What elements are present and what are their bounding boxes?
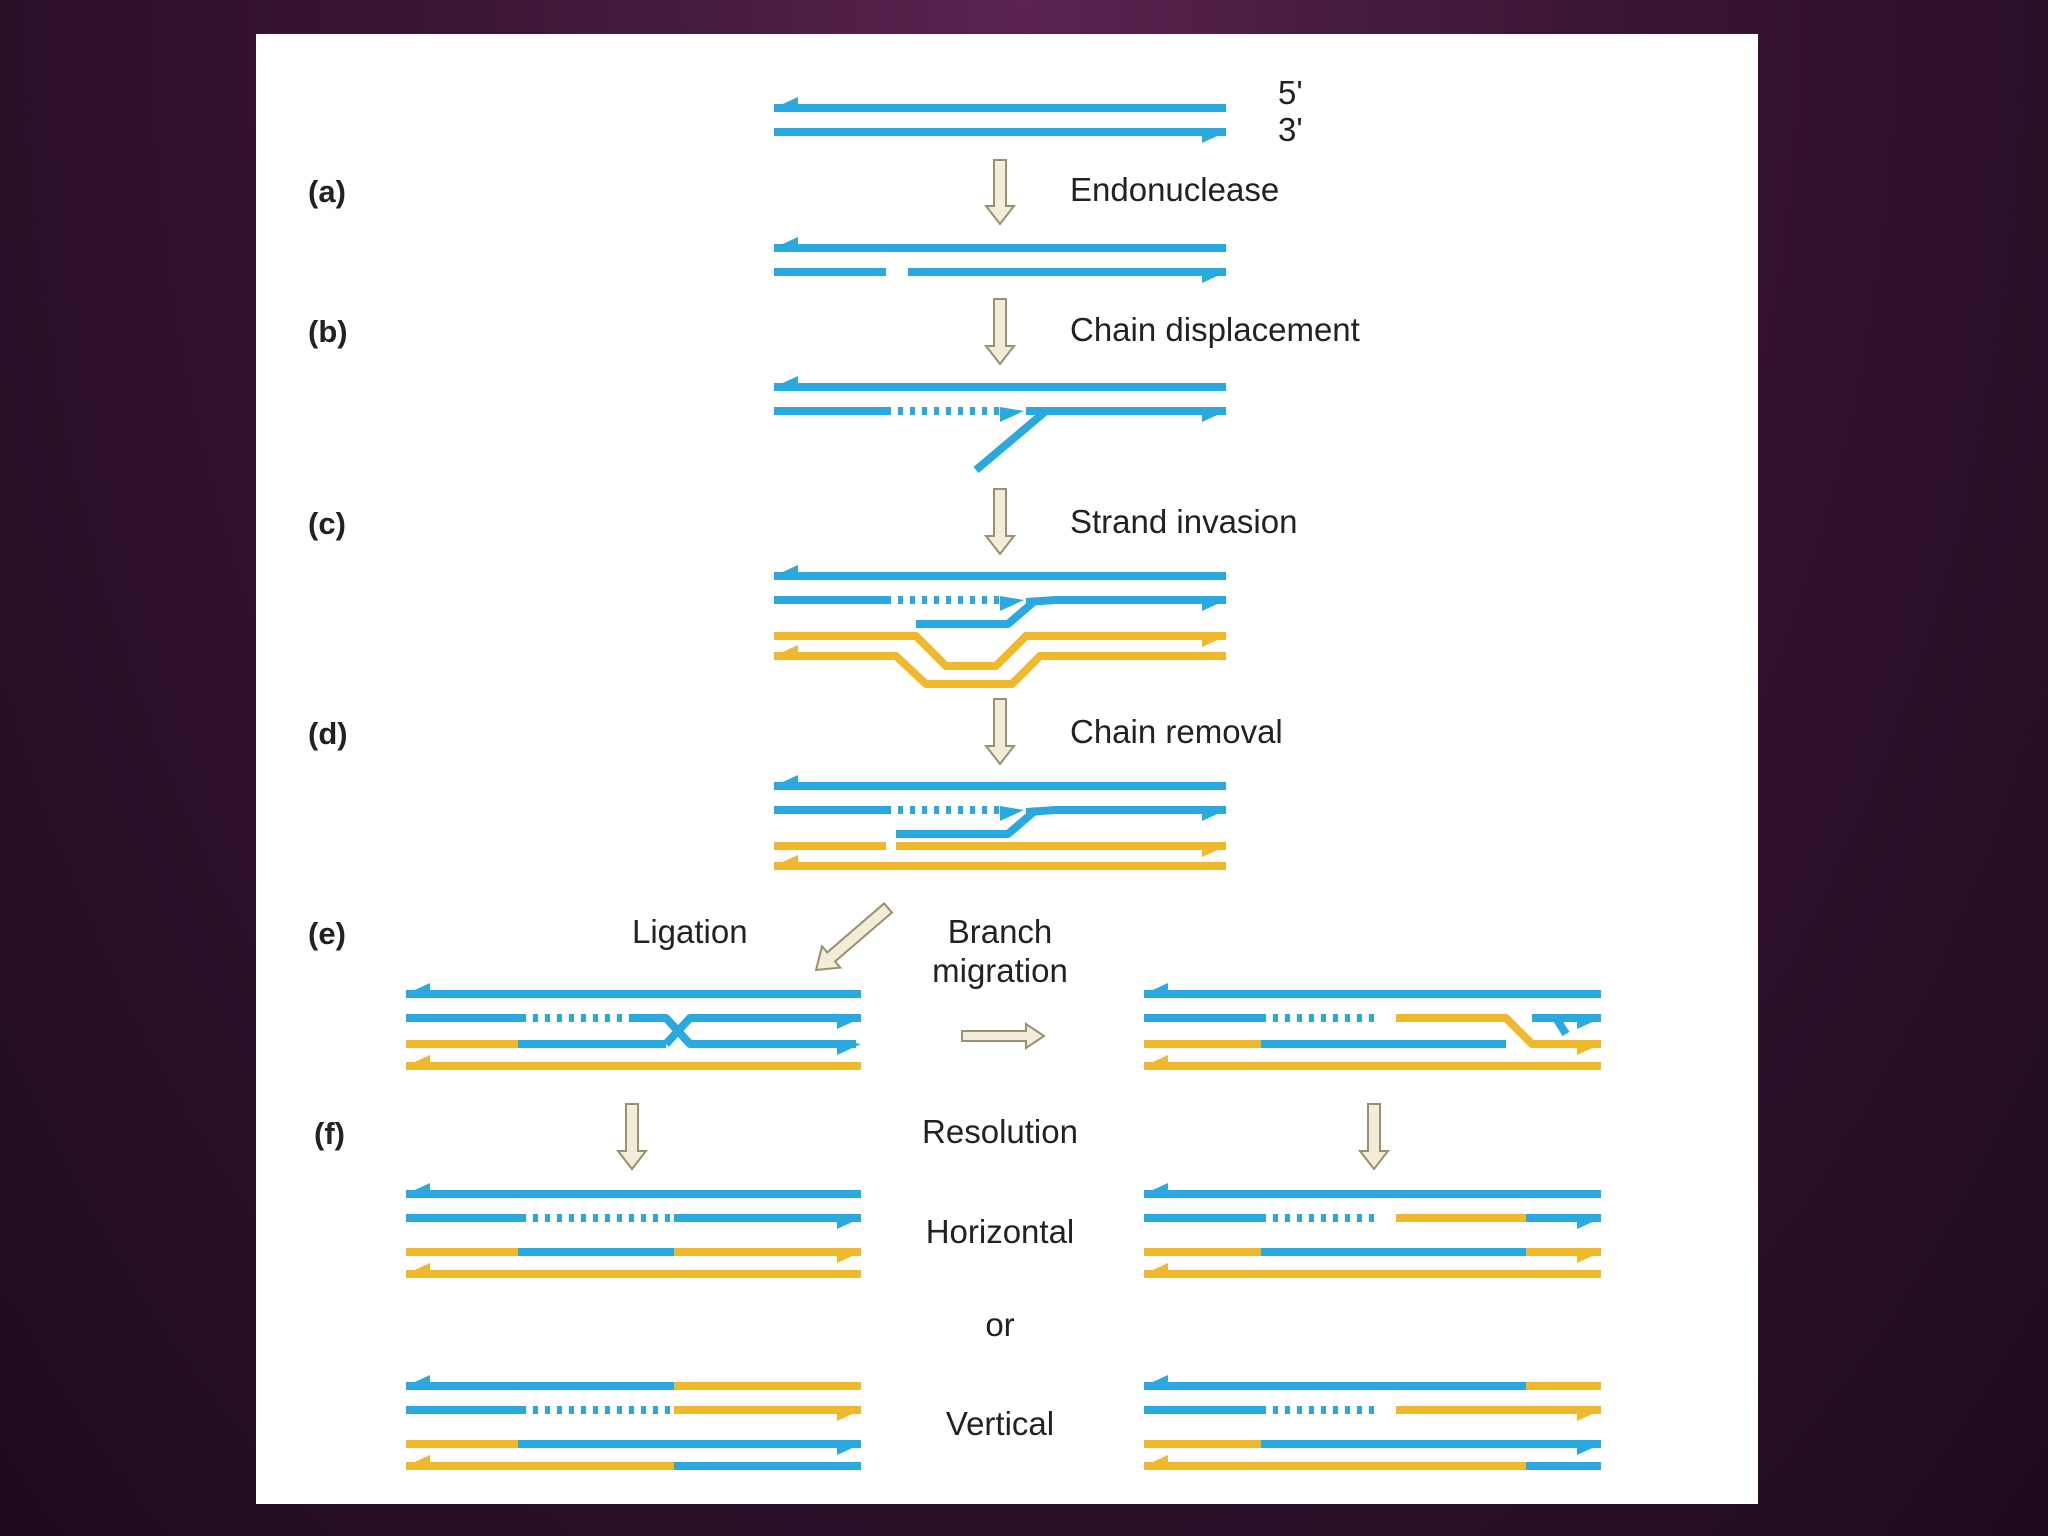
branch-label: Branch	[948, 913, 1053, 950]
slide-frame: 5' 3' (a) (b) (c) (d) (e) (f) Endonuclea…	[256, 34, 1758, 1504]
strand-arrowhead	[1577, 1406, 1601, 1421]
strand-arrowhead	[406, 1455, 430, 1470]
strand-crossover	[1025, 596, 1226, 606]
strand-arrowhead	[1144, 1263, 1168, 1278]
step-c-label: (c)	[308, 506, 346, 541]
strand-arrowhead	[1144, 983, 1168, 998]
strand-arrowhead	[1577, 1440, 1601, 1455]
strand-arrowhead	[774, 565, 798, 580]
process-arrows	[615, 159, 1391, 1171]
step-d-label: (d)	[308, 716, 348, 751]
strand-crossover	[1396, 1014, 1601, 1048]
strand-arrowhead	[837, 1014, 861, 1029]
strand-arrowhead	[1202, 842, 1226, 857]
strand-arrowhead	[774, 97, 798, 112]
strand-arrowhead	[1144, 1375, 1168, 1390]
strand-crossover	[916, 596, 1039, 628]
strand-arrowhead	[1000, 407, 1024, 422]
strand-arrowhead	[774, 775, 798, 790]
chain-removal-label: Chain removal	[1070, 713, 1283, 750]
down-arrow	[1357, 1103, 1391, 1171]
diagonal-arrow	[814, 902, 894, 972]
three-prime-label: 3'	[1278, 111, 1303, 148]
step-b-label: (b)	[308, 314, 348, 349]
strand-crossover	[774, 632, 1226, 670]
strand-arrowhead	[1000, 596, 1024, 611]
strand-arrowhead	[774, 376, 798, 391]
down-arrow	[983, 698, 1017, 766]
migration-label: migration	[932, 952, 1068, 989]
strand-arrowhead	[837, 1214, 861, 1229]
dna-strands	[406, 97, 1601, 1470]
five-prime-label: 5'	[1278, 74, 1303, 111]
strand-crossover	[663, 1014, 861, 1047]
strand-arrowhead	[1577, 1248, 1601, 1263]
strand-crossover	[774, 652, 1226, 688]
strand-arrowhead	[1202, 128, 1226, 143]
strand-arrowhead	[1202, 407, 1226, 422]
chain-displacement-label: Chain displacement	[1070, 311, 1360, 348]
endonuclease-label: Endonuclease	[1070, 171, 1279, 208]
strand-arrowhead	[1144, 1455, 1168, 1470]
strand-arrowhead	[1202, 806, 1226, 821]
down-arrow	[615, 1103, 649, 1171]
step-a-label: (a)	[308, 174, 346, 209]
strand-arrowhead	[774, 237, 798, 252]
or-label: or	[985, 1306, 1014, 1343]
strand-arrowhead	[406, 1375, 430, 1390]
strand-arrowhead	[837, 1406, 861, 1421]
right-arrow	[961, 1022, 1046, 1050]
horizontal-label: Horizontal	[926, 1213, 1075, 1250]
strand-arrowhead	[406, 1263, 430, 1278]
strand-arrowhead	[1202, 596, 1226, 611]
strand-arrowhead	[837, 1040, 861, 1055]
recombination-diagram: 5' 3' (a) (b) (c) (d) (e) (f) Endonuclea…	[308, 74, 1601, 1470]
down-arrow	[983, 159, 1017, 226]
down-arrow	[983, 298, 1017, 366]
strand-arrowhead	[1202, 632, 1226, 647]
step-f-label: (f)	[314, 1116, 345, 1151]
strand-crossover	[1025, 806, 1226, 816]
down-arrow	[983, 488, 1017, 556]
strand-invasion-label: Strand invasion	[1070, 503, 1297, 540]
strand-arrowhead	[774, 855, 798, 870]
strand-crossover	[896, 806, 1039, 838]
strand-arrowhead	[1577, 1040, 1601, 1055]
strand-arrowhead	[406, 1183, 430, 1198]
step-e-label: (e)	[308, 916, 346, 951]
strand-crossover	[973, 407, 1049, 474]
strand-arrowhead	[406, 983, 430, 998]
strand-arrowhead	[1577, 1014, 1601, 1029]
strand-arrowhead	[1202, 268, 1226, 283]
ligation-label: Ligation	[632, 913, 748, 950]
strand-arrowhead	[774, 645, 798, 660]
strand-arrowhead	[837, 1248, 861, 1263]
vertical-label: Vertical	[946, 1405, 1054, 1442]
strand-arrowhead	[1577, 1214, 1601, 1229]
strand-arrowhead	[1000, 806, 1024, 821]
resolution-label: Resolution	[922, 1113, 1078, 1150]
strand-arrowhead	[1144, 1183, 1168, 1198]
strand-arrowhead	[837, 1440, 861, 1455]
